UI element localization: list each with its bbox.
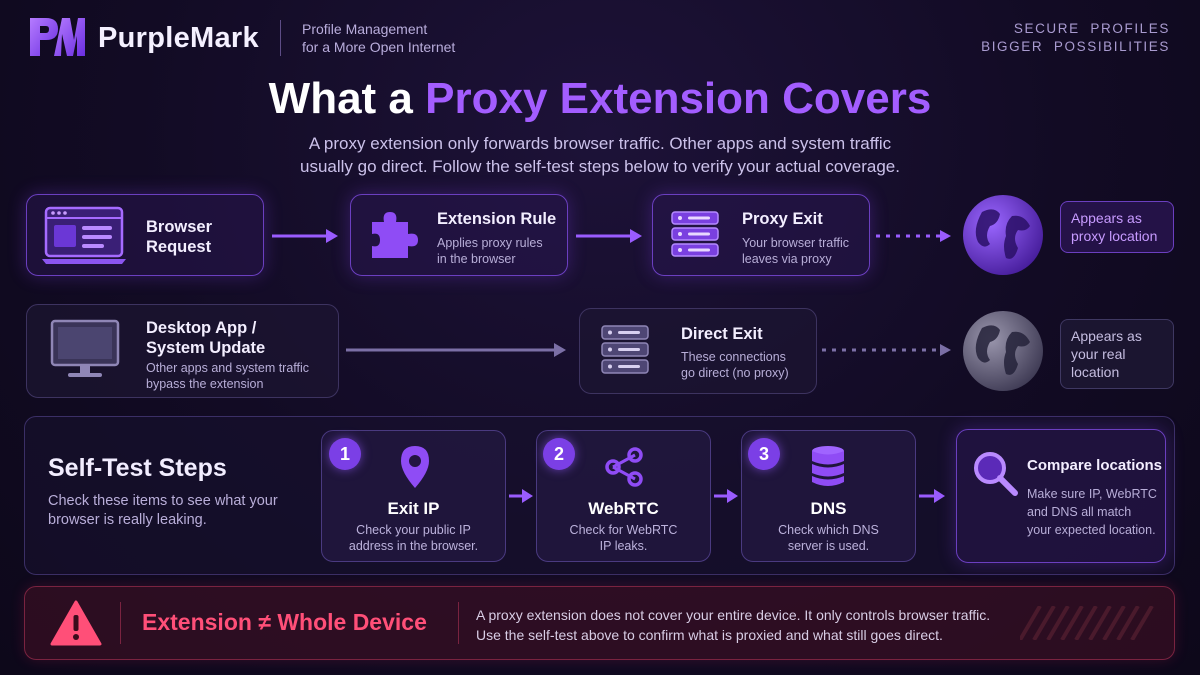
self-test-desc: Check these items to see what your brows… [48,492,278,530]
server-stack-icon [601,325,649,374]
proxy-exit-title: Proxy Exit [742,210,823,228]
brand-name: PurpleMark [98,22,259,54]
dotted-arrow-icon [876,230,951,242]
direct-exit-desc: These connections go direct (no proxy) [681,349,789,381]
extension-rule-title: Extension Rule [437,210,557,228]
bubble-line: Appears as [1071,210,1142,226]
header-divider [280,20,281,56]
hatch-decoration [1020,606,1154,640]
card-desc-line: in the browser [437,252,516,266]
compare-desc-line: Make sure IP, WebRTC [1027,487,1157,501]
warning-divider [458,602,459,644]
bubble-line: your real location [1071,346,1126,380]
card-title-line: Browser [146,218,213,236]
database-icon [812,446,844,486]
location-pin-icon [401,446,429,488]
compare-desc-line: your expected location. [1027,523,1156,537]
step-number-badge: 1 [329,438,361,470]
step-title: Exit IP [387,499,440,518]
arrow-right-icon [272,229,338,243]
compare-desc-line: and DNS all match [1027,505,1132,519]
compare-desc: Make sure IP, WebRTC and DNS all match y… [1027,485,1157,539]
step-desc: Check for WebRTC IP leaks. [536,522,711,554]
card-desc-line: Applies proxy rules [437,236,543,250]
card-desc-line: Other apps and system traffic [146,361,310,375]
card-title-line: Request [146,238,212,256]
page-subtitle: A proxy extension only forwards browser … [0,132,1200,178]
title-highlight: Proxy Extension Covers [425,74,932,123]
compare-locations-card [956,429,1166,563]
step-title: DNS [810,499,847,518]
warning-desc: A proxy extension does not cover your en… [476,605,990,645]
real-location-label: Appears as your real location [1060,319,1174,389]
card-desc-line: These connections [681,350,786,364]
tagline-line: Profile Management [302,21,428,37]
card-title-line: System Update [146,339,266,357]
arrow-right-icon [919,489,945,503]
purplemark-logo-icon [30,18,85,56]
self-test-desc-line: browser is really leaking. [48,512,207,528]
self-test-title: Self-Test Steps [48,454,227,482]
step-number-badge: 2 [543,438,575,470]
tagline: Profile Management for a More Open Inter… [302,20,455,56]
step-desc-line: address in the browser. [348,539,479,553]
arrow-right-icon [346,343,566,357]
slogan-line: SECURE PROFILES [1013,21,1170,36]
slogan-line: BIGGER POSSIBILITIES [981,39,1170,54]
subtitle-line: usually go direct. Follow the self-test … [299,157,900,176]
monitor-icon [50,319,120,377]
self-test-desc-line: Check these items to see what your [48,493,278,509]
card-desc-line: go direct (no proxy) [681,366,789,380]
step-desc-line: server is used. [787,539,870,553]
warning-desc-line: Use the self-test above to confirm what … [476,627,943,643]
warning-divider [120,602,121,644]
dotted-arrow-icon [822,344,951,356]
step-desc: Check which DNS server is used. [741,522,916,554]
browser-window-icon [42,206,126,264]
slogan: SECURE PROFILES BIGGER POSSIBILITIES [981,20,1170,56]
globe-gray-icon [963,311,1043,391]
desktop-app-title: Desktop App / System Update [146,318,265,358]
proxy-exit-desc: Your browser traffic leaves via proxy [742,235,849,267]
warning-title: Extension ≠ Whole Device [142,609,427,635]
browser-request-title: Browser Request [146,217,212,257]
arrow-right-icon [509,489,533,503]
warning-desc-line: A proxy extension does not cover your en… [476,607,991,623]
magnifier-icon [974,452,1018,496]
direct-exit-title: Direct Exit [681,325,763,343]
page-title: What a Proxy Extension Covers [0,74,1200,124]
card-desc-line: leaves via proxy [742,252,832,266]
bubble-line: Appears as [1071,328,1142,344]
arrow-right-icon [714,489,738,503]
compare-title: Compare locations [1027,457,1163,474]
globe-purple-icon [963,195,1043,275]
title-prefix: What a [268,74,426,123]
card-desc-line: bypass the extension [146,377,264,391]
desktop-app-desc: Other apps and system traffic bypass the… [146,360,309,392]
share-nodes-icon [605,447,643,487]
bubble-line: proxy location [1071,228,1158,244]
step-desc-line: Check for WebRTC [569,523,678,537]
step-desc-line: IP leaks. [599,539,648,553]
step-desc-line: Check which DNS [778,523,879,537]
arrow-right-icon [576,229,642,243]
step-number-badge: 3 [748,438,780,470]
warning-banner [24,586,1175,660]
step-desc-line: Check your public IP [356,523,471,537]
warning-triangle-icon [50,600,102,646]
card-title-line: Desktop App / [146,319,257,337]
subtitle-line: A proxy extension only forwards browser … [308,134,892,153]
card-desc-line: Your browser traffic [742,236,849,250]
server-stack-icon [671,211,719,257]
step-title: WebRTC [588,499,659,518]
extension-rule-desc: Applies proxy rules in the browser [437,235,543,267]
step-desc: Check your public IP address in the brow… [321,522,506,554]
tagline-line: for a More Open Internet [302,39,456,55]
proxy-location-label: Appears as proxy location [1060,201,1174,253]
puzzle-piece-icon [372,212,418,258]
